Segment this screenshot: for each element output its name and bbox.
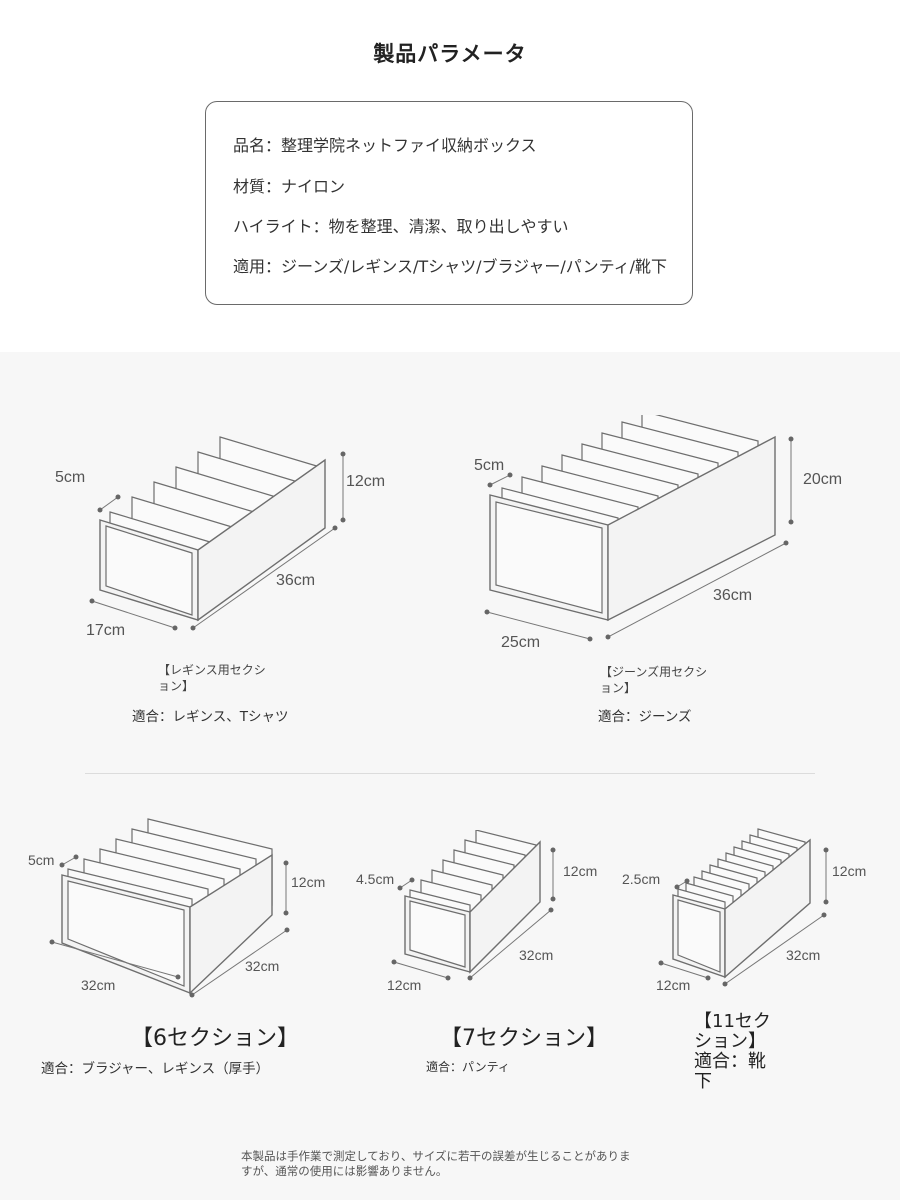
eleven-caption: 【11セク ション】 適合：靴 下 [694,1012,771,1092]
eleven-width-label: 2.5cm [622,871,661,887]
leggings-caption-1: 【レギンス用セクシ [158,663,266,677]
leggings-box-illustration [89,436,346,631]
eleven-caption-1: 【11セク [694,1011,771,1032]
leggings-caption-2: ョン】 [158,679,195,693]
note-line-1: 本製品は手作業で測定しており、サイズに若干の誤差が生じることがありま [241,1149,631,1163]
eleven-section-illustration [658,828,829,987]
six-fit: 適合：ブラジャー、レギンス（厚手） [41,1061,270,1077]
six-length-label: 32cm [245,958,280,974]
eleven-fit-1: 適合：靴 [694,1051,766,1072]
eleven-depth-label: 12cm [656,977,691,993]
leggings-fit: 適合：レギンス、Tシャツ [132,709,289,725]
seven-section-illustration [391,830,556,981]
eleven-caption-2: ション】 [694,1031,766,1052]
leggings-height-label: 12cm [346,473,386,490]
jeans-depth-label: 25cm [501,634,541,651]
leggings-width-label: 5cm [55,469,86,486]
param-usage: 適用：ジーンズ/レギンス/Tシャツ/ブラジャー/パンティ/靴下 [233,257,668,276]
param-product-name: 品名：整理学院ネットファイ収納ボックス [233,136,537,155]
eleven-height-label: 12cm [832,863,867,879]
param-highlight: ハイライト：物を整理、清潔、取り出しやすい [233,217,569,236]
six-width-label: 5cm [28,852,55,868]
page-title: 製品パラメータ [373,42,527,66]
jeans-width-label: 5cm [474,457,505,474]
jeans-length-label: 36cm [713,587,753,604]
seven-width-label: 4.5cm [356,871,395,887]
jeans-caption-1: 【ジーンズ用セクシ [600,665,708,679]
leggings-depth-label: 17cm [86,622,126,639]
leggings-length-label: 36cm [276,572,316,589]
seven-length-label: 32cm [519,947,554,963]
eleven-fit-2: 下 [694,1071,712,1092]
seven-fit: 適合：パンティ [426,1060,510,1074]
parameter-box: 品名：整理学院ネットファイ収納ボックス 材質：ナイロン ハイライト：物を整理、清… [205,101,693,305]
six-section-illustration [49,818,290,998]
six-depth-label: 32cm [81,977,116,993]
six-height-label: 12cm [291,874,326,890]
six-caption: 【6セクション】 [131,1026,299,1051]
jeans-height-label: 20cm [803,471,843,488]
section-divider [85,773,815,774]
seven-caption: 【7セクション】 [440,1026,608,1051]
eleven-length-label: 32cm [786,947,821,963]
param-material: 材質：ナイロン [233,177,346,196]
note-line-2: すが、通常の使用には影響ありません。 [241,1164,448,1178]
jeans-fit: 適合：ジーンズ [598,709,692,725]
jeans-caption-2: ョン】 [600,681,637,695]
seven-depth-label: 12cm [387,977,422,993]
jeans-box-illustration [484,415,794,642]
seven-height-label: 12cm [563,863,598,879]
measurement-note: 本製品は手作業で測定しており、サイズに若干の誤差が生じることがありま すが、通常… [241,1149,661,1179]
